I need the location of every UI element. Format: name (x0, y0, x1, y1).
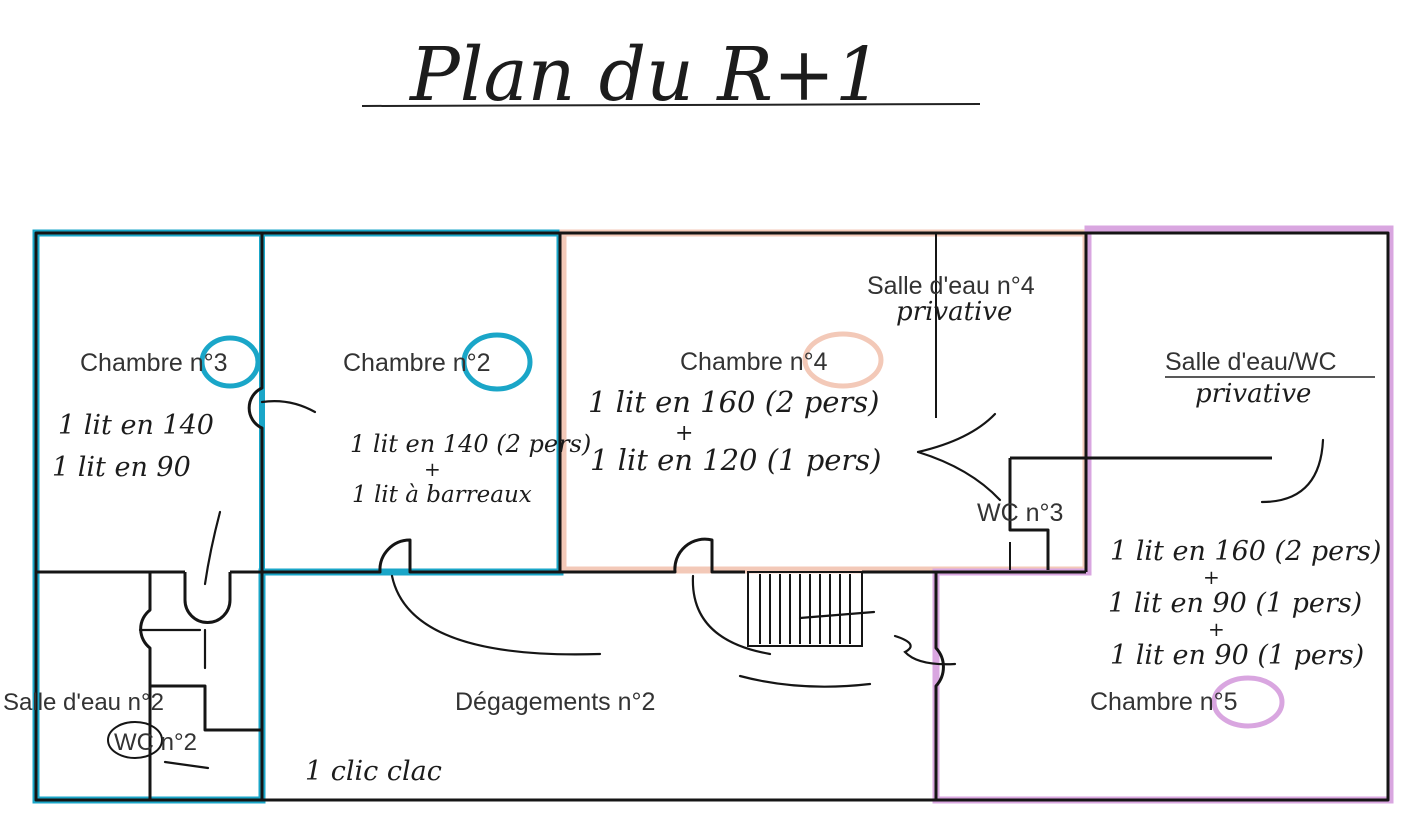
salle-eau-wc-label: Salle d'eau/WC (1165, 348, 1337, 376)
wc-3-label: WC n°3 (977, 499, 1063, 527)
chambre-4-plus: + (675, 421, 693, 446)
salle-eau-2-label: Salle d'eau n°2 (3, 689, 164, 716)
wc-2-label: WC n°2 (114, 729, 197, 756)
chambre-2-bed-2: 1 lit à barreaux (352, 482, 532, 508)
salle-eau-4-label: Salle d'eau n°4 (867, 272, 1035, 300)
title-underline (361, 103, 981, 107)
wc-2-marker (107, 721, 163, 759)
chambre-5-bed-1: 1 lit en 160 (2 pers) (1110, 536, 1381, 567)
salle-eau-4-note: privative (896, 297, 1012, 327)
chambre-5-plus-2: + (1208, 617, 1225, 641)
chambre-5-marker (1211, 675, 1285, 729)
chambre-4-bed-2: 1 lit en 120 (1 pers) (590, 443, 882, 477)
chambre-2-label: Chambre n°2 (343, 349, 491, 377)
walls (34, 231, 1390, 802)
chambre-3-bed-2: 1 lit en 90 (52, 452, 191, 483)
chambre-2-plus: + (424, 457, 441, 481)
chambre-5-bed-3: 1 lit en 90 (1 pers) (1110, 640, 1364, 671)
chambre-2-marker (461, 332, 533, 392)
chambre-2-bed-1: 1 lit en 140 (2 pers) (350, 430, 591, 458)
degagements-note: 1 clic clac (305, 756, 442, 787)
chambre-5-label: Chambre n°5 (1090, 688, 1238, 716)
salle-eau-wc-note: privative (1195, 379, 1311, 409)
chambre-4-marker (802, 331, 884, 389)
chambre-5-bed-2: 1 lit en 90 (1 pers) (1108, 588, 1362, 619)
degagements-label: Dégagements n°2 (455, 688, 655, 716)
chambre-3-bed-1: 1 lit en 140 (58, 410, 214, 441)
chambre-4-bed-1: 1 lit en 160 (2 pers) (588, 385, 880, 419)
chambre-5-plus-1: + (1203, 565, 1220, 589)
circulation-arrows (138, 400, 1325, 770)
chambre-3-label: Chambre n°3 (80, 349, 228, 377)
staircase (759, 574, 876, 644)
chambre-3-marker (199, 335, 261, 389)
chambre-4-label: Chambre n°4 (680, 348, 828, 376)
